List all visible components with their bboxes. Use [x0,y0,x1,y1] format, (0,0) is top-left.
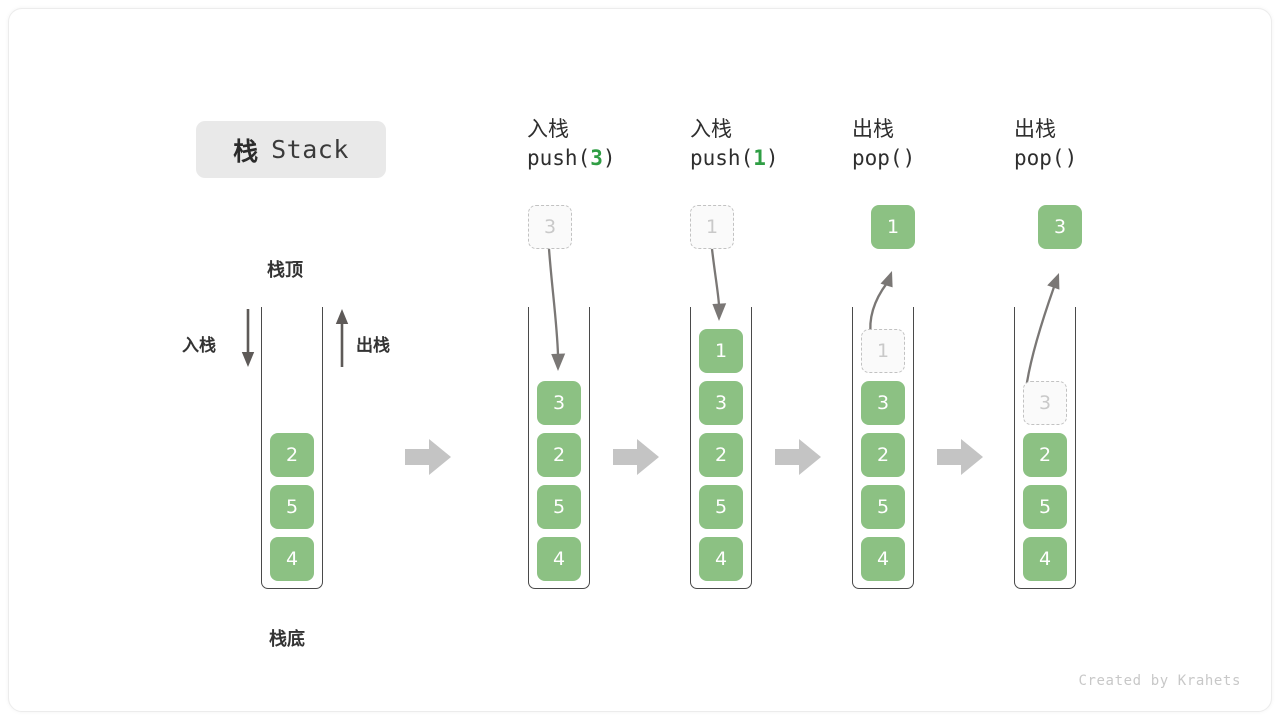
step-stack-cell: 4 [1023,537,1067,581]
step-op-cn: 出栈 [1014,117,1056,141]
step-op-code-suffix: ) [602,146,616,170]
step-stack-cell: 2 [537,433,581,477]
pop-direction-arrow-icon [335,309,349,367]
step-stack-cell: 4 [861,537,905,581]
step-stack-tube [528,307,590,589]
stack-bottom-label: 栈底 [269,629,305,650]
step-op-code-prefix: push( [690,146,754,170]
step-header: 出栈 pop() [1014,115,1077,173]
floating-cell: 3 [1038,205,1082,249]
stack-top-label: 栈顶 [267,260,303,281]
step-header: 入栈 push(1) [690,115,779,173]
figure-title-en: Stack [271,135,349,164]
step-op-code: push(1) [690,143,779,173]
step-stack-cell: 5 [537,485,581,529]
base-pop-label: 出栈 [356,336,390,356]
step-header: 入栈 push(3) [527,115,616,173]
diagram-card: 栈 Stack 栈顶 栈底 入栈 出栈 2 5 4 [8,8,1272,712]
step-separator-arrow-icon [937,439,983,475]
base-push-label: 入栈 [182,336,216,356]
step-stack-cell: 3 [1023,381,1067,425]
step-op-code-suffix: ) [902,146,916,170]
figure-title-chip: 栈 Stack [196,121,386,178]
base-stack-tube [261,307,323,589]
step-stack-cell: 5 [1023,485,1067,529]
push-direction-arrow-icon [241,309,255,367]
floating-cell: 3 [528,205,572,249]
step-stack-cell: 2 [1023,433,1067,477]
step-stack-cell: 4 [537,537,581,581]
floating-cell: 1 [871,205,915,249]
step-op-code-arg: 1 [753,146,766,170]
step-op-cn: 出栈 [852,117,894,141]
step-op-code-prefix: pop( [852,146,903,170]
step-op-code: push(3) [527,143,616,173]
push-motion-arrow-icon [710,248,727,321]
step-stack-tube [690,307,752,589]
step-header: 出栈 pop() [852,115,915,173]
step-op-code-suffix: ) [765,146,779,170]
step-stack-tube [1014,307,1076,589]
step-op-code-arg: 3 [590,146,603,170]
step-op-code-prefix: push( [527,146,591,170]
base-stack-cell: 2 [270,433,314,477]
step-stack-cell: 3 [861,381,905,425]
step-separator-arrow-icon [775,439,821,475]
step-separator-arrow-icon [405,439,451,475]
pop-motion-arrow-icon [1024,273,1060,390]
step-separator-arrow-icon [613,439,659,475]
step-op-code-suffix: ) [1064,146,1078,170]
push-motion-arrow-icon [547,248,566,371]
step-op-code-prefix: pop( [1014,146,1065,170]
base-stack-cell: 4 [270,537,314,581]
step-op-code: pop() [1014,143,1077,173]
step-op-code: pop() [852,143,915,173]
step-op-cn: 入栈 [690,117,732,141]
step-stack-tube [852,307,914,589]
step-stack-cell: 3 [537,381,581,425]
step-stack-cell: 3 [699,381,743,425]
step-stack-cell: 2 [861,433,905,477]
step-stack-cell: 5 [861,485,905,529]
step-stack-cell: 4 [699,537,743,581]
base-stack-cell: 5 [270,485,314,529]
step-stack-cell: 2 [699,433,743,477]
floating-cell: 1 [690,205,734,249]
step-stack-cell: 1 [699,329,743,373]
step-stack-cell: 1 [861,329,905,373]
step-op-cn: 入栈 [527,117,569,141]
figure-title-cn: 栈 [233,136,260,166]
credit-text: Created by Krahets [1078,673,1241,689]
step-stack-cell: 5 [699,485,743,529]
